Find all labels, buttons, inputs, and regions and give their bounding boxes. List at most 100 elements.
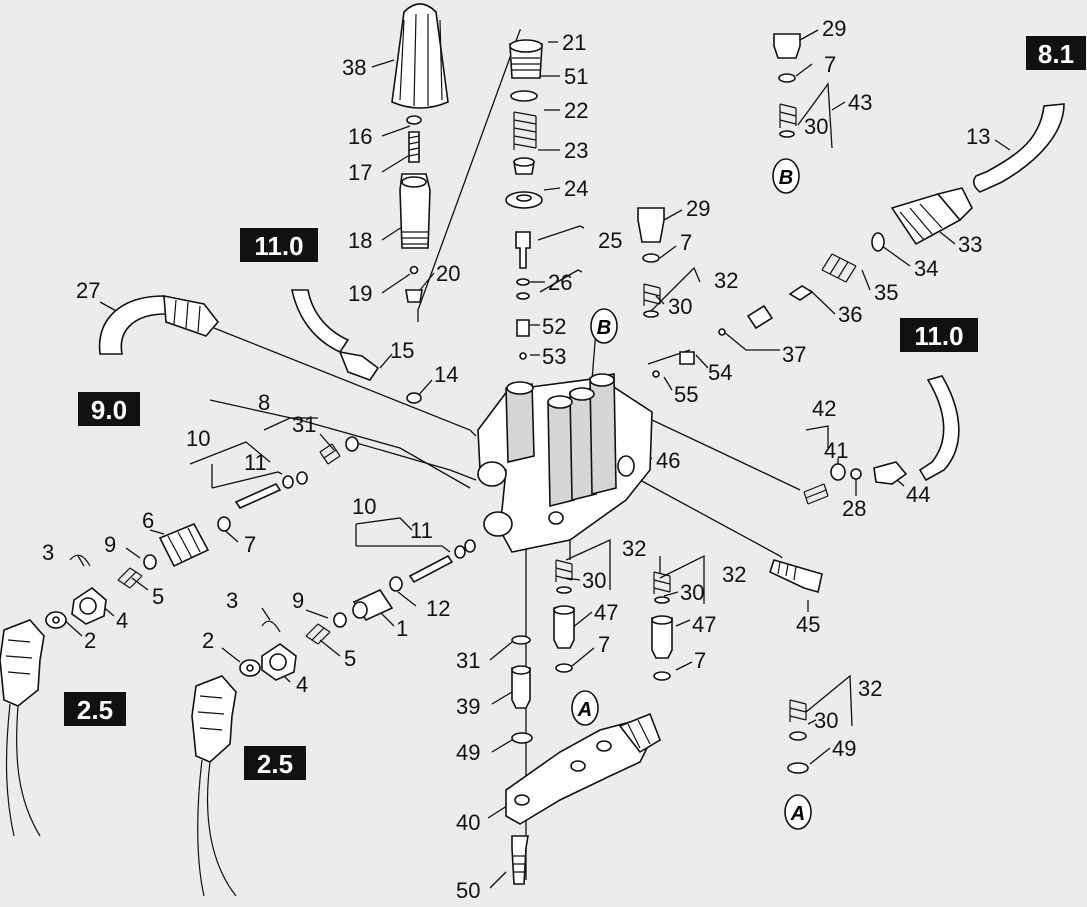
part-label: 43 <box>848 90 872 115</box>
part-label: 36 <box>838 302 862 327</box>
part-label: 28 <box>842 496 866 521</box>
part-label: 6 <box>142 508 154 533</box>
ref-box-2-5-lower: 2.5 <box>244 746 306 780</box>
part-label: 31 <box>292 412 316 437</box>
part-label: 46 <box>656 448 680 473</box>
part-label: 55 <box>674 382 698 407</box>
part-label: 8 <box>258 390 270 415</box>
marker-b-top: B <box>772 158 800 194</box>
ref-box-11-0-right: 11.0 <box>900 318 978 352</box>
reference-boxes: 8.1 11.0 11.0 9.0 2.5 2.5 <box>64 36 1086 780</box>
part-label: 4 <box>296 672 308 697</box>
part-label: 15 <box>390 338 414 363</box>
parts-artwork <box>0 3 1065 897</box>
part-label: 45 <box>796 612 820 637</box>
part-label: 11 <box>410 518 433 543</box>
part-label: 41 <box>824 438 848 463</box>
part-label: 53 <box>542 344 566 369</box>
part-label: 30 <box>680 580 704 605</box>
part-label: 18 <box>348 228 372 253</box>
marker-b-block: B <box>590 308 618 344</box>
part-label: 29 <box>822 16 846 41</box>
part-label: 5 <box>152 584 164 609</box>
svg-text:A: A <box>577 699 592 721</box>
part-label: 13 <box>966 124 990 149</box>
part-label: 32 <box>722 562 746 587</box>
part-label: 51 <box>564 64 588 89</box>
part-label: 47 <box>594 600 618 625</box>
part-label: 27 <box>76 278 100 303</box>
part-label: 30 <box>668 294 692 319</box>
part-label: 22 <box>564 98 588 123</box>
ref-box-8-1: 8.1 <box>1026 36 1086 70</box>
part-label: 30 <box>582 568 606 593</box>
part-label: 16 <box>348 124 372 149</box>
svg-text:8.1: 8.1 <box>1038 39 1074 69</box>
part-label: 37 <box>782 342 806 367</box>
part-label: 2 <box>84 628 96 653</box>
part-label: 35 <box>874 280 898 305</box>
part-label: 40 <box>456 810 480 835</box>
part-label: 10 <box>352 494 376 519</box>
connector-markers: A B B A <box>571 158 812 830</box>
part-label: 7 <box>694 648 706 673</box>
part-label: 31 <box>456 648 480 673</box>
ref-box-11-0-left: 11.0 <box>240 228 318 262</box>
part-label: 33 <box>958 232 982 257</box>
part-label: 29 <box>686 196 710 221</box>
part-label: 2 <box>202 628 214 653</box>
svg-text:2.5: 2.5 <box>77 695 113 725</box>
part-label: 20 <box>436 261 460 286</box>
part-label: 32 <box>858 676 882 701</box>
part-label: 54 <box>708 360 732 385</box>
part-label: 7 <box>824 52 836 77</box>
part-label: 39 <box>456 694 480 719</box>
part-label: 30 <box>804 114 828 139</box>
part-label: 11 <box>244 450 267 475</box>
marker-a-left: A <box>571 690 599 726</box>
part-label: 44 <box>906 482 930 507</box>
part-label: 38 <box>342 55 366 80</box>
part-label: 34 <box>914 256 938 281</box>
part-label: 9 <box>104 532 116 557</box>
ref-box-9-0: 9.0 <box>78 392 140 426</box>
part-label: 9 <box>292 588 304 613</box>
part-label: 23 <box>564 138 588 163</box>
part-labels: 38 16 17 18 19 20 21 51 22 23 24 25 26 5… <box>42 16 990 903</box>
part-label: 30 <box>814 708 838 733</box>
part-label: 32 <box>622 536 646 561</box>
marker-a-right: A <box>784 794 812 830</box>
svg-text:11.0: 11.0 <box>254 231 303 261</box>
part-label: 25 <box>598 228 622 253</box>
part-label: 17 <box>348 160 372 185</box>
part-label: 1 <box>396 616 408 641</box>
part-label: 14 <box>434 362 458 387</box>
part-label: 47 <box>692 612 716 637</box>
svg-text:11.0: 11.0 <box>914 321 963 351</box>
part-label: 7 <box>244 532 256 557</box>
part-label: 5 <box>344 646 356 671</box>
part-label: 3 <box>226 588 238 613</box>
part-label: 12 <box>426 596 450 621</box>
ref-box-2-5-left: 2.5 <box>64 692 126 726</box>
part-label: 26 <box>548 270 572 295</box>
part-label: 49 <box>832 736 856 761</box>
part-label: 32 <box>714 268 738 293</box>
part-label: 42 <box>812 396 836 421</box>
svg-text:9.0: 9.0 <box>91 395 127 425</box>
svg-text:2.5: 2.5 <box>257 749 293 779</box>
part-label: 21 <box>562 30 586 55</box>
part-label: 19 <box>348 281 372 306</box>
part-label: 52 <box>542 314 566 339</box>
part-label: 7 <box>680 230 692 255</box>
svg-text:B: B <box>597 317 611 339</box>
part-label: 24 <box>564 176 588 201</box>
part-label: 50 <box>456 878 480 903</box>
part-label: 4 <box>116 608 128 633</box>
part-label: 7 <box>598 632 610 657</box>
part-label: 49 <box>456 740 480 765</box>
part-label: 10 <box>186 426 210 451</box>
svg-text:B: B <box>779 167 793 189</box>
svg-text:A: A <box>790 803 805 825</box>
